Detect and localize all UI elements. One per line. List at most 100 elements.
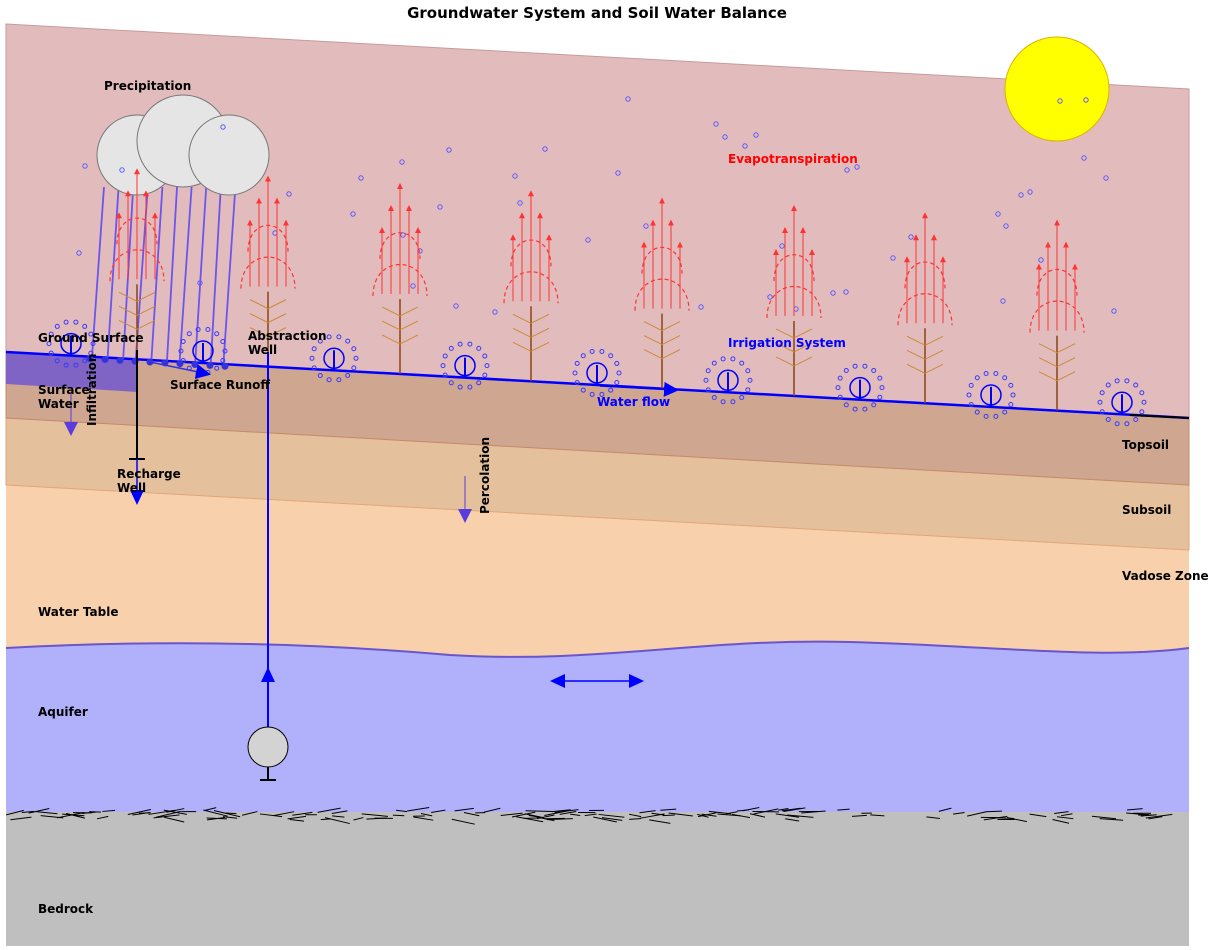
vapor-dot <box>742 143 748 149</box>
spray-dot <box>54 358 60 364</box>
bedrock-crack <box>396 809 408 813</box>
spray-dot <box>336 334 342 340</box>
spray-dot <box>1133 382 1139 388</box>
spray-dot <box>467 384 473 390</box>
runoff-dot <box>221 362 229 370</box>
spray-dot <box>448 345 454 351</box>
spray-dot <box>589 391 595 397</box>
spray-dot <box>54 323 60 329</box>
sprinkler-icon <box>440 341 490 390</box>
tree-canopy <box>240 256 296 289</box>
irrigation-sprinklers <box>46 319 1147 427</box>
label-abstraction-well-line2: Well <box>248 343 277 357</box>
bedrock-crack <box>701 813 717 817</box>
bedrock-crack <box>1060 813 1073 817</box>
runoff-dot <box>86 355 94 363</box>
vapor-dot <box>844 167 850 173</box>
spray-dot <box>745 387 751 393</box>
vapor-dot <box>286 191 292 197</box>
spray-dot <box>214 331 220 337</box>
sprinkler-icon <box>1097 378 1147 427</box>
bedrock-crack <box>213 810 241 818</box>
runoff-dot <box>116 356 124 364</box>
spray-dot <box>1133 416 1139 422</box>
bedrock-crack <box>649 819 671 824</box>
tree-branch <box>775 328 795 339</box>
spray-dot <box>835 385 841 391</box>
spray-dot <box>63 319 69 325</box>
trees-group <box>109 168 1085 411</box>
spray-dot <box>877 394 883 400</box>
spray-dot <box>711 360 717 366</box>
tree-canopy <box>372 263 428 296</box>
bedrock-crack <box>89 811 101 813</box>
tree-branch <box>249 313 269 324</box>
bedrock-crack <box>34 811 58 815</box>
runoff-dot <box>191 361 199 369</box>
vapor-dot <box>220 124 226 130</box>
bedrock-crack <box>407 806 430 812</box>
bedrock-crack <box>749 813 766 818</box>
bedrock-crack <box>225 812 237 815</box>
tree-branch <box>267 313 287 324</box>
spray-dot <box>747 377 753 383</box>
spray-dot <box>993 413 999 419</box>
bedrock-crack <box>1099 818 1124 821</box>
bedrock-crack <box>289 818 305 822</box>
vapor-dot <box>643 223 649 229</box>
spray-dot <box>580 387 586 393</box>
vapor-dot <box>615 170 621 176</box>
bedrock-crack <box>570 813 581 816</box>
bedrock-crack <box>1126 808 1143 811</box>
spray-dot <box>720 356 726 362</box>
spray-dot <box>311 365 317 371</box>
bedrock-crack <box>353 817 364 821</box>
spray-dot <box>739 360 745 366</box>
spray-dot <box>484 363 490 369</box>
tree-icon <box>634 197 690 389</box>
bedrock-crack <box>431 809 446 813</box>
bedrock-crack <box>292 811 313 816</box>
spray-dot <box>879 385 885 391</box>
rain-line <box>166 186 178 362</box>
tree-icon <box>109 168 165 360</box>
vapor-dot <box>1081 155 1087 161</box>
bedrock-crack <box>21 810 35 813</box>
bedrock-crack <box>598 813 625 818</box>
spray-dot <box>730 399 736 405</box>
tree-branch <box>136 319 156 330</box>
vapor-dot <box>698 304 704 310</box>
vapor-dot <box>446 147 452 153</box>
spray-dot <box>82 358 88 364</box>
tree-branch <box>530 313 550 324</box>
tree-canopy <box>1029 300 1085 333</box>
vapor-dot <box>82 163 88 169</box>
recharge-arrow-head <box>130 490 144 505</box>
tree-branch <box>249 327 269 338</box>
spray-dot <box>311 346 317 352</box>
tree-icon <box>372 182 428 374</box>
spray-dot <box>476 380 482 386</box>
spray-dot <box>180 338 186 344</box>
spray-dot <box>599 349 605 355</box>
spray-dot <box>1002 409 1008 415</box>
tree-branch <box>1038 357 1058 368</box>
bedrock-crack <box>483 807 501 813</box>
spray-dot <box>1008 382 1014 388</box>
spray-dot <box>1139 409 1145 415</box>
bedrock-crack <box>56 812 85 819</box>
rain-line <box>209 186 222 364</box>
rain-line <box>150 186 164 361</box>
vapor-dot <box>542 146 548 152</box>
spray-dot <box>843 367 849 373</box>
tree-branch <box>924 349 944 360</box>
vapor-dot <box>713 121 719 127</box>
spray-dot <box>351 346 357 352</box>
spray-dot <box>482 372 488 378</box>
bedrock-crack <box>66 813 83 818</box>
spray-dot <box>1099 409 1105 415</box>
bedrock-crack <box>781 807 801 812</box>
bedrock-crack <box>102 809 116 812</box>
bedrock-crack <box>153 814 180 819</box>
tree-branch <box>136 305 156 316</box>
